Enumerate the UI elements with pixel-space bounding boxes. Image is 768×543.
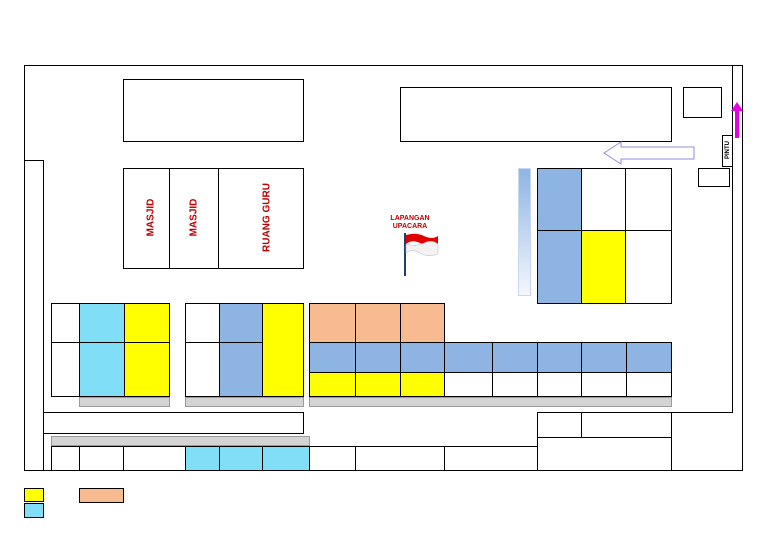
room-d1: [51, 446, 80, 471]
room-c-b3: [400, 342, 445, 373]
masjid-divider-2: [218, 168, 219, 269]
compound-right-wall: [732, 65, 733, 412]
gate-label: PINTU: [725, 141, 731, 159]
building-top-left: [123, 79, 304, 142]
room-c-b1: [309, 342, 356, 373]
room-r2c2: [581, 230, 626, 304]
room-a2: [79, 303, 125, 343]
room-b4: [219, 342, 263, 397]
room-d7: [309, 446, 356, 471]
room-d9: [444, 446, 538, 471]
small-room-right: [698, 168, 730, 187]
inner-wall-left-top: [24, 160, 44, 161]
room-c-w3: [537, 372, 582, 397]
room-c-p1: [309, 303, 356, 343]
masjid-label-2: MASJID: [188, 198, 200, 237]
room-d4: [185, 446, 220, 471]
room-d8: [355, 446, 445, 471]
entrance-arrow-icon: [731, 102, 743, 138]
masjid-building: [123, 168, 304, 269]
room-d3: [123, 446, 186, 471]
room-c-w1: [444, 372, 493, 397]
room-r2c1: [537, 230, 582, 304]
room-r1c3: [625, 168, 672, 231]
room-c-b5: [492, 342, 538, 373]
room-b5: [262, 303, 304, 397]
room-a3: [124, 303, 170, 343]
room-c-b4: [444, 342, 493, 373]
room-r1c1: [537, 168, 582, 231]
room-a1: [51, 303, 80, 343]
gate-box: [722, 135, 733, 167]
room-b2: [219, 303, 263, 343]
corridor-b: [185, 397, 304, 407]
corridor-a: [79, 397, 170, 407]
room-d2: [79, 446, 124, 471]
bottom-wall-top: [43, 433, 304, 434]
room-a4: [51, 342, 80, 397]
room-e1: [537, 412, 582, 438]
room-d5: [219, 446, 263, 471]
room-c-w5: [626, 372, 672, 397]
room-c-b8: [626, 342, 672, 373]
direction-arrow-icon: [603, 141, 695, 165]
inner-wall-left: [43, 160, 44, 412]
bottom-building-left: [43, 413, 304, 434]
room-b3: [185, 342, 220, 397]
room-c-b6: [537, 342, 582, 373]
room-e2: [581, 412, 672, 438]
gradient-strip: [518, 168, 531, 296]
room-c-y2: [355, 372, 401, 397]
building-top-right: [400, 87, 672, 142]
legend-swatch-cyan: [24, 503, 44, 518]
room-r1c2: [581, 168, 626, 231]
room-c-b2: [355, 342, 401, 373]
corridor-bottom: [51, 436, 310, 446]
lapangan-line-2: UPACARA: [392, 223, 428, 230]
room-a6: [124, 342, 170, 397]
room-c-p2: [355, 303, 401, 343]
masjid-divider-1: [169, 168, 170, 269]
lapangan-label: LAPANGAN UPACARA: [370, 215, 450, 231]
room-e3: [537, 437, 672, 471]
flag-icon: [404, 233, 439, 276]
room-a5: [79, 342, 125, 397]
room-c-b7: [581, 342, 627, 373]
room-c-p3: [400, 303, 445, 343]
legend-swatch-yellow: [24, 488, 44, 502]
room-b1: [185, 303, 220, 343]
bottom-wall-left: [43, 413, 44, 471]
small-room-top-right: [683, 87, 722, 118]
corridor-c: [309, 397, 672, 407]
room-c-w2: [492, 372, 538, 397]
ruang-guru-label: RUANG GURU: [261, 183, 273, 252]
legend-swatch-peach: [79, 488, 124, 503]
lapangan-line-1: LAPANGAN: [390, 215, 430, 222]
room-c-w4: [581, 372, 627, 397]
room-c-y3: [400, 372, 445, 397]
room-r2c3: [625, 230, 672, 304]
room-d6: [262, 446, 310, 471]
room-c-y1: [309, 372, 356, 397]
inner-wall-bottom: [43, 412, 304, 413]
masjid-label-1: MASJID: [145, 198, 157, 237]
